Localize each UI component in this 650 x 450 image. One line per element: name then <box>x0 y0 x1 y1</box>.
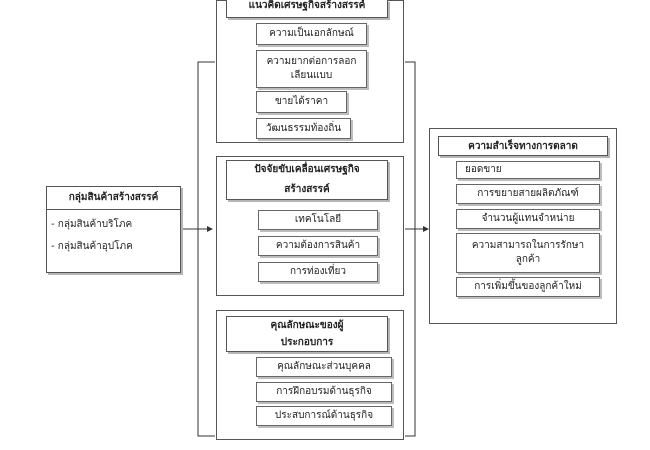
driver-item-tourism: การท่องเที่ยว <box>258 262 378 282</box>
left-item-durable: - กลุ่มสินค้าอุปโภค <box>51 241 133 252</box>
success-item-sales: ยอดขาย <box>456 161 600 179</box>
marketing-success-title: ความสำเร็จทางการตลาด <box>438 136 608 156</box>
creative-economy-drivers-title: ปัจจัยขับเคลื่อนเศรษฐกิจสร้างสรรค์ <box>226 160 388 200</box>
entrepreneur-item-personal: คุณลักษณะส่วนบุคคล <box>256 357 392 377</box>
left-bracket <box>197 61 215 437</box>
success-item-customer-retention: ความสามารถในการรักษาลูกค้า <box>456 233 600 273</box>
creative-economy-concept-title: แนวคิดเศรษฐกิจสร้างสรรค์ <box>226 0 388 18</box>
success-item-distributors: จำนวนผู้แทนจำหน่าย <box>456 209 600 229</box>
success-item-product-line: การขยายสายผลิตภัณฑ์ <box>456 184 600 204</box>
left-item-consumer: - กลุ่มสินค้าบริโภค <box>51 219 133 230</box>
concept-item-sellable: ขายได้ราคา <box>256 91 347 113</box>
entrepreneur-item-experience: ประสบการณ์ด้านธุรกิจ <box>256 406 392 426</box>
concept-item-local-culture: วัฒนธรรมท้องถิ่น <box>256 118 351 139</box>
entrepreneur-characteristics-title: คุณลักษณะของผู้ประกอบการ <box>226 316 388 352</box>
driver-item-technology: เทคโนโลยี <box>258 210 378 230</box>
success-item-new-customers: การเพิ่มขึ้นของลูกค้าใหม่ <box>456 277 600 297</box>
entrepreneur-item-training: การฝึกอบรมด้านธุรกิจ <box>256 382 392 402</box>
driver-item-product-demand: ความต้องการสินค้า <box>258 236 378 256</box>
creative-products-box: กลุ่มสินค้าสร้างสรรค์ - กลุ่มสินค้าบริโภ… <box>46 186 181 273</box>
concept-item-uniqueness: ความเป็นเอกลักษณ์ <box>256 23 367 45</box>
concept-item-hard-to-copy: ความยากต่อการลอกเลียนแบบ <box>256 50 367 88</box>
right-bracket <box>405 61 416 437</box>
creative-products-title: กลุ่มสินค้าสร้างสรรค์ <box>68 192 159 203</box>
